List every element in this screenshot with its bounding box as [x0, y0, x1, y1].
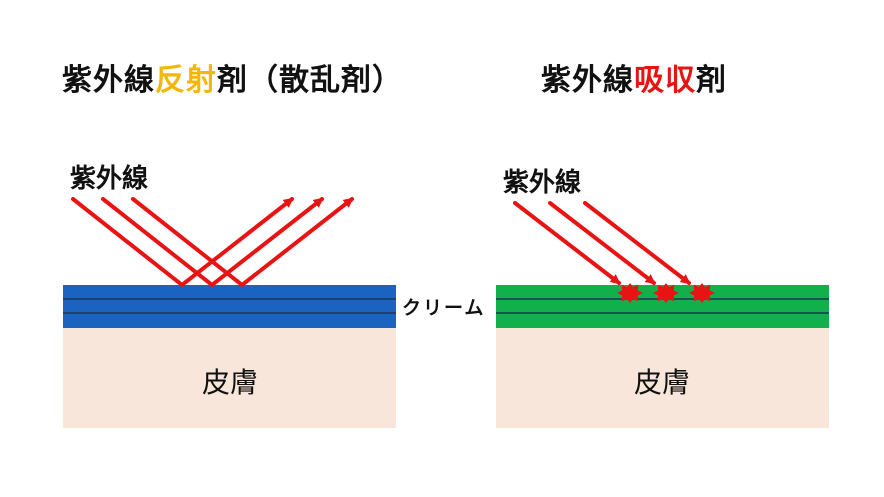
uv-ray-reflected	[131, 197, 354, 288]
reflector-title-post: 剤（散乱剤）	[217, 63, 403, 98]
reflector-title: 紫外線反射剤（散乱剤）	[62, 55, 403, 99]
skin-layer-left	[63, 328, 396, 428]
skin-label-right: 皮膚	[634, 366, 691, 399]
absorption-burst-icon	[617, 283, 643, 303]
uv-ray-reflected	[71, 197, 294, 288]
cream-label: クリーム	[402, 297, 486, 319]
skin-label-left: 皮膚	[202, 366, 259, 399]
reflected-uv-rays	[71, 197, 354, 288]
uv-ray-absorbed	[548, 201, 656, 285]
uv-ray-absorbed	[513, 201, 621, 285]
absorber-title-post: 剤	[696, 63, 727, 98]
uv-label-right: 紫外線	[503, 168, 582, 198]
reflector-title-accent: 反射	[155, 63, 217, 98]
absorbed-uv-rays	[513, 201, 691, 285]
absorber-title-accent: 吸収	[634, 63, 696, 98]
skin-layer-right	[496, 328, 829, 428]
uv-label-left: 紫外線	[70, 164, 149, 194]
uv-ray-reflected	[101, 197, 324, 288]
absorption-burst-icon	[689, 283, 715, 303]
absorber-title-pre: 紫外線	[541, 63, 634, 98]
absorption-bursts	[617, 283, 715, 303]
reflector-title-pre: 紫外線	[62, 63, 155, 98]
uv-ray-absorbed	[583, 201, 691, 285]
absorber-title: 紫外線吸収剤	[541, 55, 727, 99]
absorption-burst-icon	[653, 283, 679, 303]
cream-layer-reflector	[63, 285, 396, 328]
